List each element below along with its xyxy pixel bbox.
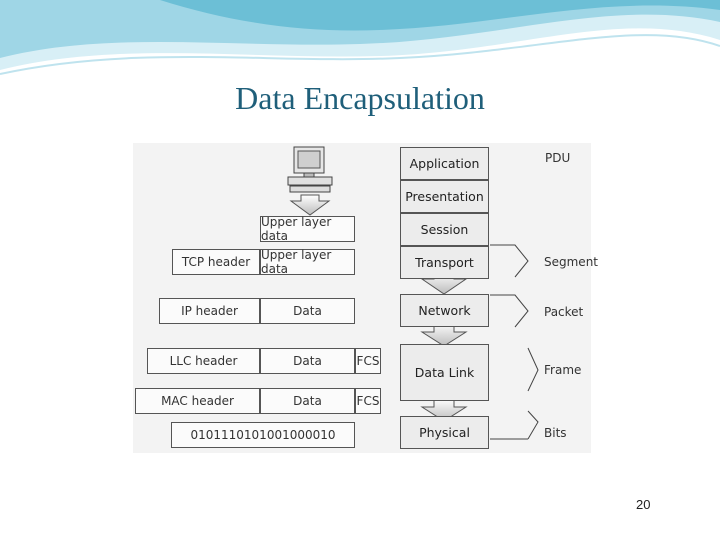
pdu-brackets <box>490 244 539 440</box>
tcp-header-box: TCP header <box>172 249 260 275</box>
arrow-down-icon <box>289 194 331 216</box>
llc-header-box: LLC header <box>147 348 260 374</box>
layer-presentation: Presentation <box>400 180 489 213</box>
pdu-header: PDU <box>545 151 571 165</box>
layer-application: Application <box>400 147 489 180</box>
layer-physical: Physical <box>400 416 489 449</box>
pdu-bits: Bits <box>544 426 567 440</box>
pdu-packet: Packet <box>544 305 584 319</box>
pdu-frame: Frame <box>544 363 582 377</box>
diagram-lines <box>287 146 539 440</box>
layer-session: Session <box>400 213 489 246</box>
segment-data-box: Upper layer data <box>260 248 355 276</box>
slide-title: Data Encapsulation <box>235 80 485 116</box>
mac-fcs-box: FCS <box>355 388 381 414</box>
layer-network: Network <box>400 294 489 327</box>
mac-data-box: Data <box>260 388 355 414</box>
computer-icon <box>287 146 333 193</box>
encapsulation-figure: Application Presentation Session Transpo… <box>133 143 598 453</box>
ip-header-box: IP header <box>159 298 260 324</box>
llc-data-box: Data <box>260 348 355 374</box>
mac-header-box: MAC header <box>135 388 260 414</box>
pdu-segment: Segment <box>544 255 598 269</box>
layer-data-link: Data Link <box>400 344 489 401</box>
bits-box: 0101110101001000010 <box>171 422 355 448</box>
header-swoosh <box>0 0 720 75</box>
layer-transport: Transport <box>400 246 489 279</box>
page-number: 20 <box>636 497 651 512</box>
llc-fcs-box: FCS <box>355 348 381 374</box>
packet-data-box: Data <box>260 298 355 324</box>
upper-layer-data-box: Upper layer data <box>260 215 355 243</box>
